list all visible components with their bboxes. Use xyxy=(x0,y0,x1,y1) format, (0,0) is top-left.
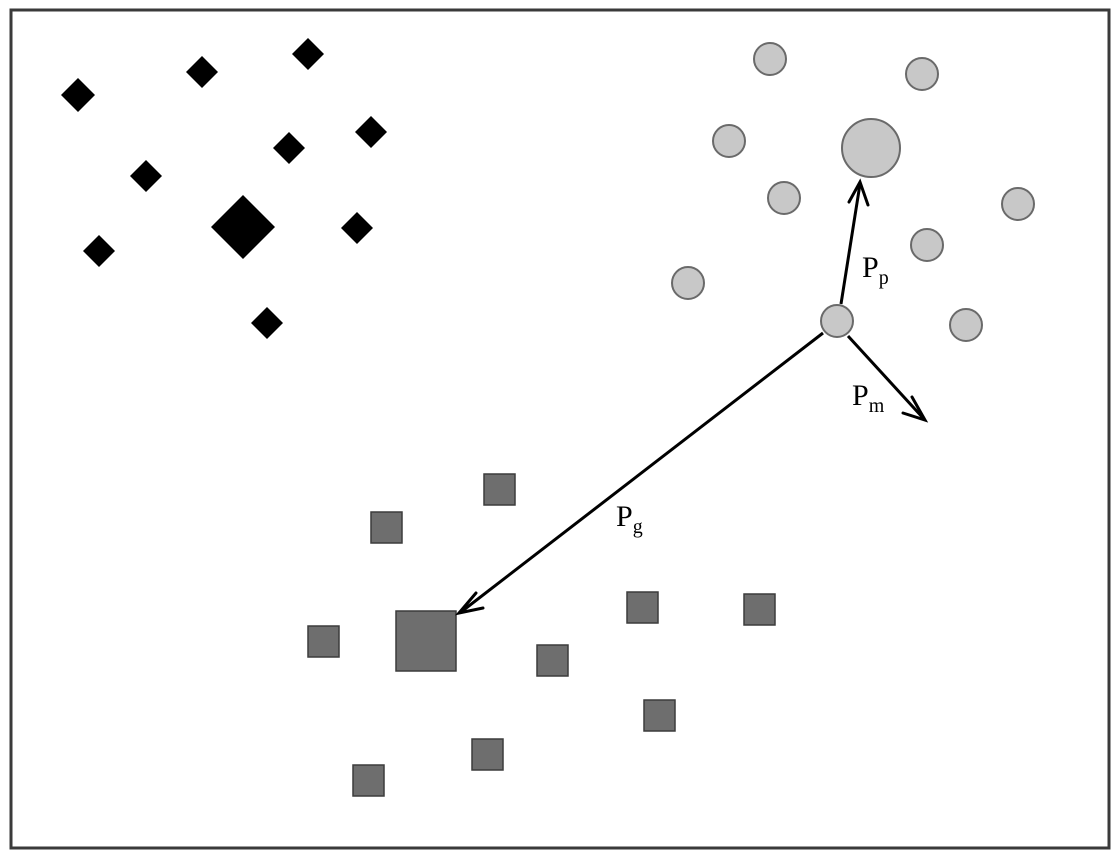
personal-best-arrowhead xyxy=(847,178,870,207)
circle-point xyxy=(1001,187,1035,221)
global-best-arrowhead xyxy=(455,591,485,616)
diamond-point xyxy=(292,38,324,70)
global-best-label: Pg xyxy=(616,500,643,538)
circle-center xyxy=(841,118,901,178)
square-center xyxy=(395,610,457,672)
diagram-frame xyxy=(9,8,1111,850)
diamond-point xyxy=(355,116,387,148)
diamond-center xyxy=(211,195,275,259)
diamond-point xyxy=(130,160,162,192)
circle-cluster xyxy=(671,42,1035,342)
circle-point xyxy=(753,42,787,76)
square-point xyxy=(483,473,516,506)
vector-arrows xyxy=(455,178,929,616)
mutation-label: Pm xyxy=(852,379,885,417)
global-best-arrow xyxy=(460,331,824,614)
square-point xyxy=(307,625,340,658)
diamond-point xyxy=(186,56,218,88)
square-point xyxy=(626,591,659,624)
circle-point xyxy=(767,181,801,215)
square-point xyxy=(370,511,403,544)
mutation-arrowhead xyxy=(901,395,929,423)
square-point xyxy=(536,644,569,677)
diamond-point xyxy=(61,78,95,112)
square-point xyxy=(352,764,385,797)
square-point xyxy=(643,699,676,732)
diamond-point xyxy=(273,132,305,164)
circle-point xyxy=(671,266,705,300)
diamond-point xyxy=(83,235,115,267)
diamond-point xyxy=(341,212,373,244)
square-point xyxy=(471,738,504,771)
mutation-arrow xyxy=(846,334,926,421)
circle-point xyxy=(949,308,983,342)
personal-best-arrow xyxy=(839,183,862,305)
square-point xyxy=(743,593,776,626)
diamond-cluster xyxy=(61,38,387,339)
square-cluster xyxy=(307,473,776,797)
circle-point xyxy=(910,228,944,262)
current-particle xyxy=(820,304,854,338)
circle-point xyxy=(905,57,939,91)
circle-point xyxy=(712,124,746,158)
personal-best-label: Pp xyxy=(862,251,889,289)
diamond-point xyxy=(251,307,283,339)
